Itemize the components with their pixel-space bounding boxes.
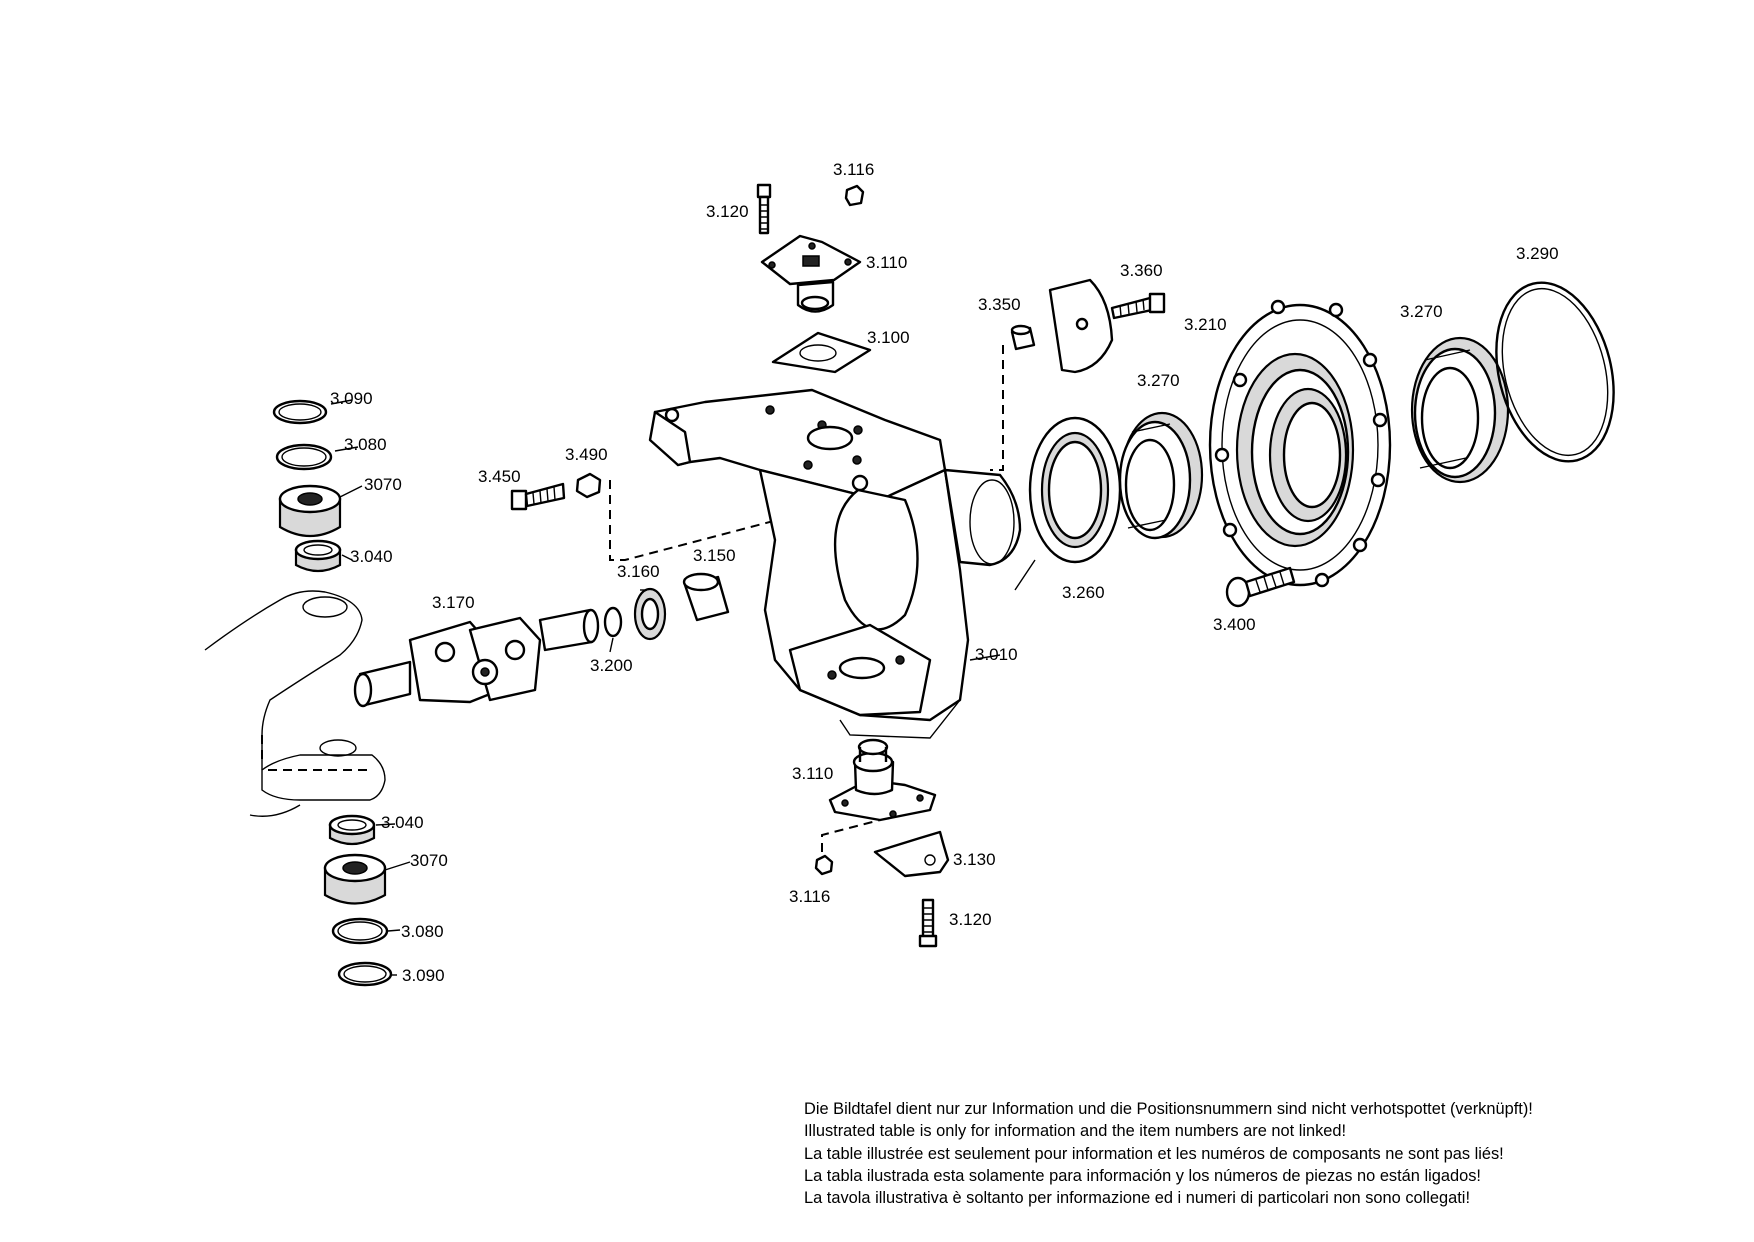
label-3360: 3.360 [1120,261,1163,280]
part-3270-bearing-inner [1118,411,1204,540]
part-3360-bolt [1110,292,1166,320]
steering-arm-outline [204,590,386,817]
label-3290: 3.290 [1516,244,1559,263]
part-3070-top-bearing [278,484,342,537]
label-3080-top: 3.080 [344,435,387,454]
part-3110-top-cap [760,234,862,313]
part-3360-plate [1048,278,1114,374]
part-3100-gasket [771,331,872,374]
label-3090-bottom: 3.090 [402,966,445,985]
part-3120-bottom-bolt [918,898,938,948]
part-3130-locking-plate [873,830,950,878]
leader-lines [330,399,1036,976]
part-3350-pin [1010,324,1036,351]
disclaimer-italian: La tavola illustrativa è soltanto per in… [804,1189,1471,1208]
label-3040-top: 3.040 [350,547,393,566]
label-3130: 3.130 [953,850,996,869]
label-3120-bottom: 3.120 [949,910,992,929]
part-3080-top-ring [275,443,333,471]
part-3090-bottom-ring [337,961,393,987]
leader-3350 [990,345,1004,471]
part-3080-bottom-ring [331,917,389,945]
part-3070-bottom-bearing [323,853,387,905]
part-labels: 3.116 3.120 3.110 3.100 3.090 3.080 3070… [330,160,1559,985]
disclaimer-english: Illustrated table is only for informatio… [804,1122,1347,1141]
label-3090-top: 3.090 [330,389,373,408]
label-3080-bottom: 3.080 [401,922,444,941]
part-3040-bottom-bushing [328,814,376,846]
label-3120-top: 3.120 [706,202,749,221]
label-3040-bottom: 3.040 [381,813,424,832]
disclaimer-french: La table illustrée est seulement pour in… [804,1144,1504,1163]
part-3150-bushing [682,572,730,622]
leader-3116-bottom [821,819,881,852]
label-3110-top: 3.110 [866,253,907,272]
label-3270-inner: 3.270 [1137,371,1180,390]
part-3200-snap-ring [603,606,623,638]
label-3210: 3.210 [1184,315,1227,334]
part-3110-bottom-cap [828,738,937,822]
label-3160: 3.160 [617,562,660,581]
label-3100: 3.100 [867,328,910,347]
part-3260-seal-ring [1028,416,1122,564]
label-3260: 3.260 [1062,583,1105,602]
label-3070-bottom: 3070 [410,851,448,870]
part-3040-top-bushing [294,539,342,573]
label-3070-top: 3070 [364,475,402,494]
label-3150: 3.150 [693,546,736,565]
part-3290-o-ring [1495,281,1615,463]
label-3170: 3.170 [432,593,475,612]
label-3400: 3.400 [1213,615,1256,634]
part-3010-knuckle-housing [648,388,1022,739]
part-3120-top-bolt [756,183,772,235]
disclaimer-german: Die Bildtafel dient nur zur Information … [804,1100,1533,1118]
part-3270-bearing-outer [1410,336,1510,484]
label-3450: 3.450 [478,467,521,486]
part-3400-wheel-bolt [1225,566,1296,608]
disclaimer-spanish: La tabla ilustrada esta solamente para i… [804,1166,1481,1185]
part-3116-top-nipple [844,184,865,207]
label-3110-bottom: 3.110 [792,764,833,783]
label-3116-bottom: 3.116 [789,887,830,906]
label-3116-top: 3.116 [833,160,874,179]
label-3270-outer: 3.270 [1400,302,1443,321]
label-3200: 3.200 [590,656,633,675]
label-3350: 3.350 [978,295,1021,314]
disclaimer-notice: Die Bildtafel dient nur zur Information … [804,1098,1744,1209]
part-3116-bottom-nipple [814,854,834,876]
part-3490-nut [575,472,602,499]
part-3210-hub [1208,299,1392,591]
label-3490: 3.490 [565,445,608,464]
part-3160-seal [633,587,667,641]
part-3170-universal-joint [353,608,600,708]
label-3010: 3.010 [975,645,1018,664]
part-3090-top-ring [272,399,328,425]
part-3450-bolt [510,482,566,511]
